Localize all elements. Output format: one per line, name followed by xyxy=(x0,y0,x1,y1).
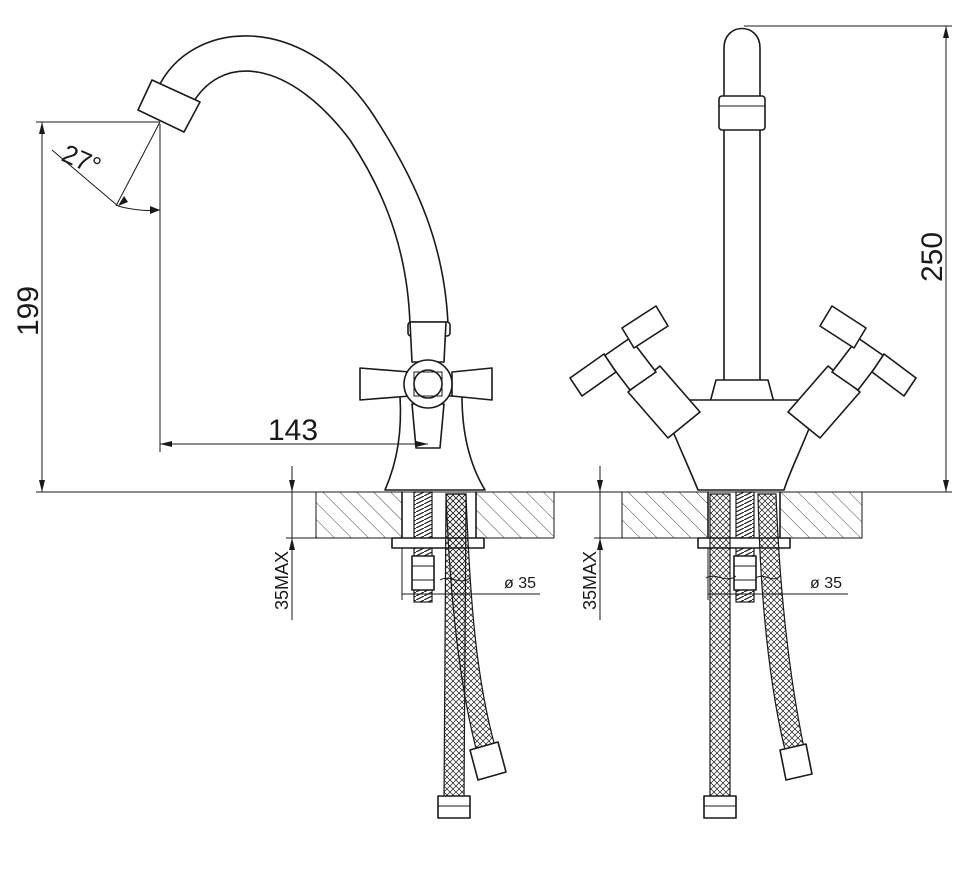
height-199-label: 199 xyxy=(12,286,45,336)
reach-143-label: 143 xyxy=(268,414,318,447)
side-view xyxy=(137,35,555,819)
aerator-left xyxy=(137,79,201,133)
spout-right xyxy=(723,27,761,383)
height-250-label: 250 xyxy=(916,232,949,282)
max-thickness-right-label: 35MAX xyxy=(580,551,600,610)
angle-label: 27° xyxy=(58,138,106,181)
hole-diameter-right-label: ø 35 xyxy=(810,575,842,592)
dimension-lines xyxy=(36,25,952,620)
aerator-right xyxy=(718,95,766,131)
cross-handle-left xyxy=(359,321,493,449)
front-view xyxy=(569,27,917,819)
supply-hose-right-1 xyxy=(709,493,731,801)
hole-diameter-left-label: ø 35 xyxy=(504,575,536,592)
spout-left xyxy=(157,35,449,326)
valve-right xyxy=(787,305,917,439)
max-thickness-left-label: 35MAX xyxy=(272,551,292,610)
valve-left xyxy=(569,305,701,439)
